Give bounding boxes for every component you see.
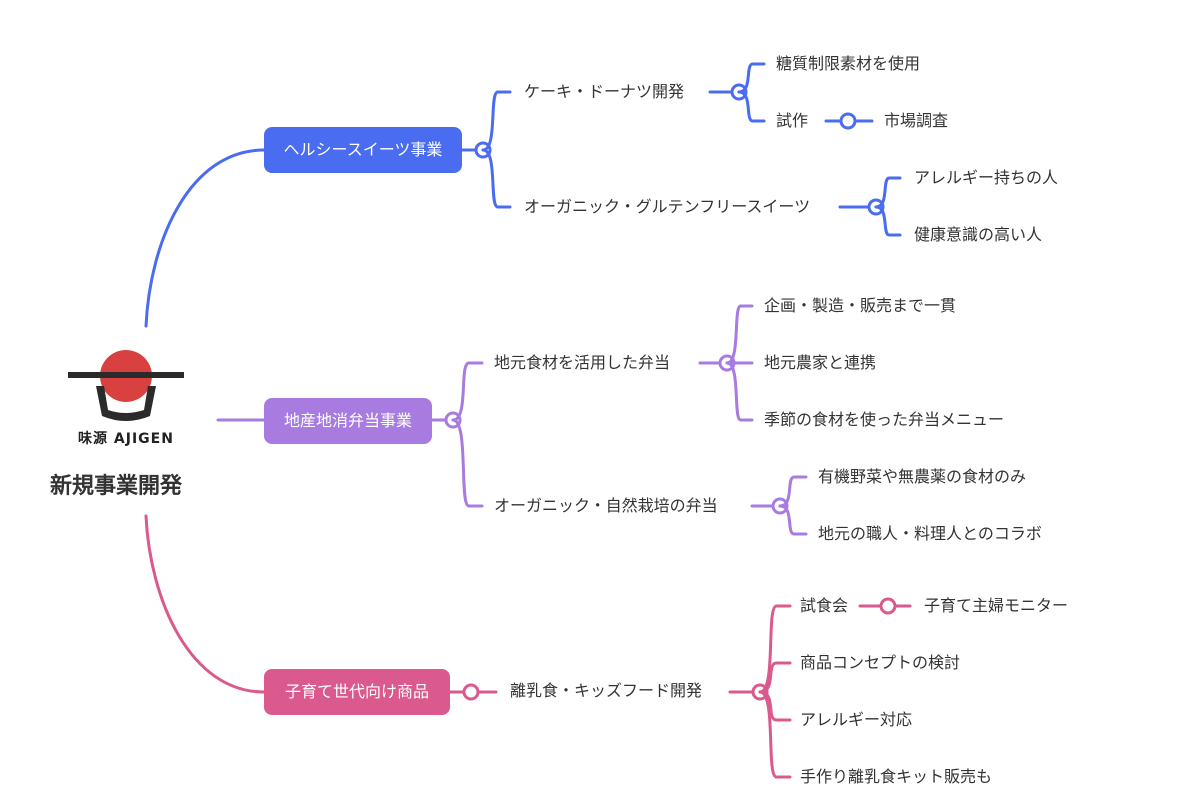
topic-child-products[interactable]: 子育て世代向け商品 xyxy=(264,669,450,715)
connector-line xyxy=(725,304,754,365)
connector-line xyxy=(481,148,512,209)
branch-line-sweets xyxy=(144,148,266,328)
connector-line xyxy=(778,504,808,536)
ajigen-logo: 味源 AJIGEN xyxy=(62,342,190,452)
connector-line xyxy=(874,205,902,237)
subtopic-organic-sweets[interactable]: オーガニック・グルテンフリースイーツ xyxy=(524,197,811,216)
connector-line xyxy=(451,361,484,422)
logo-bowl-icon xyxy=(68,350,184,421)
leaf-concept-review[interactable]: 商品コンセプトの検討 xyxy=(800,653,961,672)
leaf-integrated-production[interactable]: 企画・製造・販売まで一貫 xyxy=(764,296,957,315)
branch-line-child xyxy=(144,514,266,694)
subtopic-baby-food[interactable]: 離乳食・キッズフード開発 xyxy=(510,681,703,700)
collapse-toggle-icon[interactable] xyxy=(839,112,857,130)
collapse-toggle-icon[interactable] xyxy=(879,597,897,615)
logo-wordmark: 味源 AJIGEN xyxy=(78,431,174,447)
leaf-tasting-event[interactable]: 試食会 xyxy=(800,596,849,615)
connector-line xyxy=(758,604,792,694)
leaf-low-sugar[interactable]: 糖質制限素材を使用 xyxy=(776,54,921,73)
leaf-diy-kit[interactable]: 手作り離乳食キット販売も xyxy=(800,767,993,786)
leaf-market-research[interactable]: 市場調査 xyxy=(884,111,949,130)
connector-line xyxy=(737,90,766,123)
connector-line xyxy=(758,661,792,694)
subtopic-local-bento[interactable]: 地元食材を活用した弁当 xyxy=(494,353,671,372)
connector-line xyxy=(874,176,902,209)
topic-local-bento[interactable]: 地産地消弁当事業 xyxy=(264,398,432,444)
leaf-mom-monitor[interactable]: 子育て主婦モニター xyxy=(924,596,1069,615)
leaf-allergy-support[interactable]: アレルギー対応 xyxy=(800,710,913,729)
leaf-chef-collab[interactable]: 地元の職人・料理人とのコラボ xyxy=(818,524,1042,543)
connector-line xyxy=(725,361,754,422)
connector-line xyxy=(481,90,512,152)
connector-line xyxy=(758,690,792,779)
collapse-toggle-icon[interactable] xyxy=(462,683,480,701)
leaf-local-farmers[interactable]: 地元農家と連携 xyxy=(764,353,877,372)
subtopic-cake-donut[interactable]: ケーキ・ドーナツ開発 xyxy=(524,82,685,101)
leaf-health-conscious[interactable]: 健康意識の高い人 xyxy=(914,225,1043,244)
connector-line xyxy=(737,62,766,94)
leaf-allergy-people[interactable]: アレルギー持ちの人 xyxy=(914,168,1059,187)
leaf-organic-only[interactable]: 有機野菜や無農薬の食材のみ xyxy=(818,467,1027,486)
central-topic-title[interactable]: 新規事業開発 xyxy=(50,474,183,499)
leaf-prototype[interactable]: 試作 xyxy=(776,111,809,130)
connector-line xyxy=(451,418,484,508)
connector-line xyxy=(778,475,808,508)
leaf-seasonal-menu[interactable]: 季節の食材を使った弁当メニュー xyxy=(764,410,1005,429)
subtopic-organic-bento[interactable]: オーガニック・自然栽培の弁当 xyxy=(494,496,718,515)
topic-healthy-sweets[interactable]: ヘルシースイーツ事業 xyxy=(264,127,462,173)
